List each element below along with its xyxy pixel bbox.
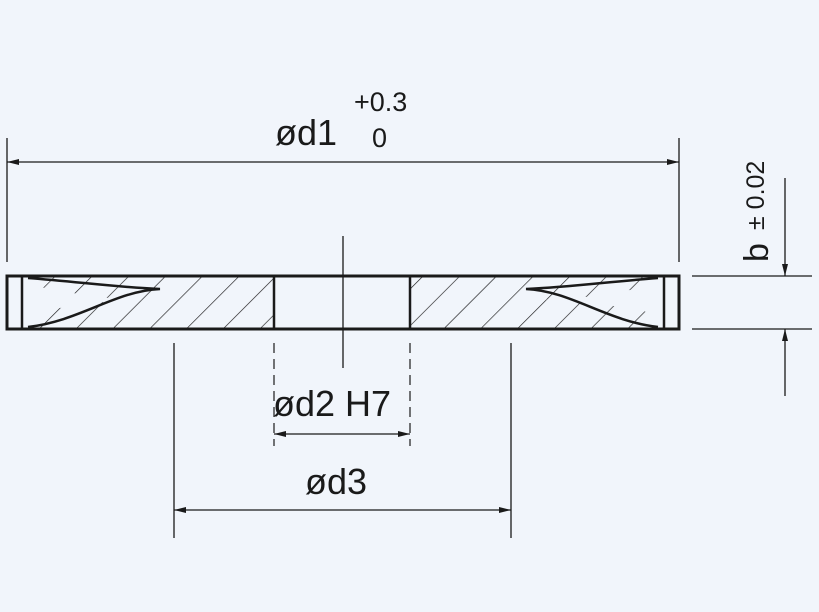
- right-section-hatch: [410, 276, 664, 329]
- b-label: b: [738, 243, 776, 262]
- d1-tolerance-lower: 0: [372, 123, 387, 153]
- left-inner-curve: [27, 276, 161, 329]
- d2-label: ød2 H7: [273, 383, 391, 424]
- d3-label: ød3: [305, 461, 367, 502]
- d1-tolerance-upper: +0.3: [354, 87, 407, 117]
- d1-label: ød1: [275, 112, 337, 153]
- right-inner-curve: [525, 276, 659, 329]
- b-tolerance: ± 0.02: [742, 161, 770, 230]
- left-section-hatch: [22, 276, 274, 329]
